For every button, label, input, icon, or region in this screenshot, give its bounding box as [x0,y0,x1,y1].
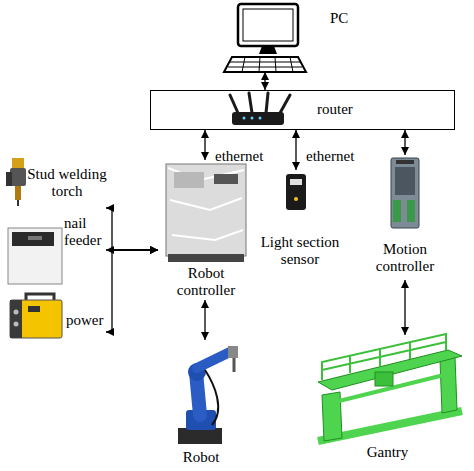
torch-tip [17,200,19,206]
sensor-led [294,197,298,201]
device-node: PC [225,2,350,72]
robot-cable [205,370,218,425]
cabinet-base [168,254,244,262]
router-led [251,117,254,120]
edge-label: ethernet [306,148,354,165]
cabinet-display [214,174,238,184]
connector-arrow [295,130,296,170]
power-handle [26,294,54,300]
robot-upper-arm [197,352,230,368]
robot-wrist [228,346,238,358]
node-label: nail feeder [64,215,108,249]
terminal-block [407,200,415,222]
node-label: power [66,312,108,329]
device-node: Light section sensor [250,170,350,272]
monitor-screen [243,9,293,41]
robot-base [178,428,222,444]
gantry-leg [440,357,457,413]
controller-cabinet [166,164,246,256]
node-label: Robot controller [158,265,254,299]
module-panel [395,167,415,195]
power-panel [10,300,22,338]
node-label: Robot [160,449,242,466]
node-label: router [317,101,377,118]
router-antennas [230,93,290,113]
torch-head [12,158,24,168]
connector-arrow [204,130,205,160]
module-connector [396,160,414,164]
device-node: power [2,290,106,342]
power-case [10,300,62,338]
connector-arrow [204,300,205,340]
torch-handle [6,172,12,186]
connector-arrow [106,208,158,250]
node-label: Light section sensor [250,234,350,268]
node-label: PC [330,10,350,27]
sensor-window [290,179,302,185]
router-body [232,112,284,125]
torch-body [10,168,26,186]
connector-arrow [264,72,265,90]
connector-arrow [106,250,158,332]
device-node: Stud welding torch [2,152,106,212]
monitor-stand [259,46,277,54]
device-node: Gantry [310,335,465,468]
device-node: Motion controller [365,155,445,280]
feeder-lid [12,232,54,246]
motion-module [391,158,419,228]
power-knob [14,322,19,327]
robot-tool [233,358,236,372]
gantry-beam [318,350,462,390]
keyboard [224,57,306,72]
device-node: Robot [160,340,242,468]
device-node: nail feeder [2,215,106,287]
feeder-slot [28,236,42,240]
keyboard-keys [228,57,302,72]
torch-barrel [15,186,21,200]
feeder-cabinet [8,228,62,284]
terminal-block [393,200,401,222]
monitor-frame [238,4,298,46]
power-knob [14,310,19,315]
device-node: Robot controller [158,160,254,300]
sensor-body [286,174,306,210]
node-label: Stud welding torch [26,166,108,200]
cabinet-panel [174,172,204,188]
power-display [28,306,40,312]
router-led [243,117,246,120]
gantry-carriage [375,372,393,386]
connector-arrow [404,130,405,155]
edge-label: ethernet [215,148,263,165]
connector-arrow [404,280,405,335]
router-led [259,117,262,120]
node-label: Motion controller [365,241,445,275]
cabinet-wrap [168,168,244,240]
device-node: router [150,90,455,130]
connector-arrow [106,249,158,250]
node-label: Gantry [310,444,465,461]
